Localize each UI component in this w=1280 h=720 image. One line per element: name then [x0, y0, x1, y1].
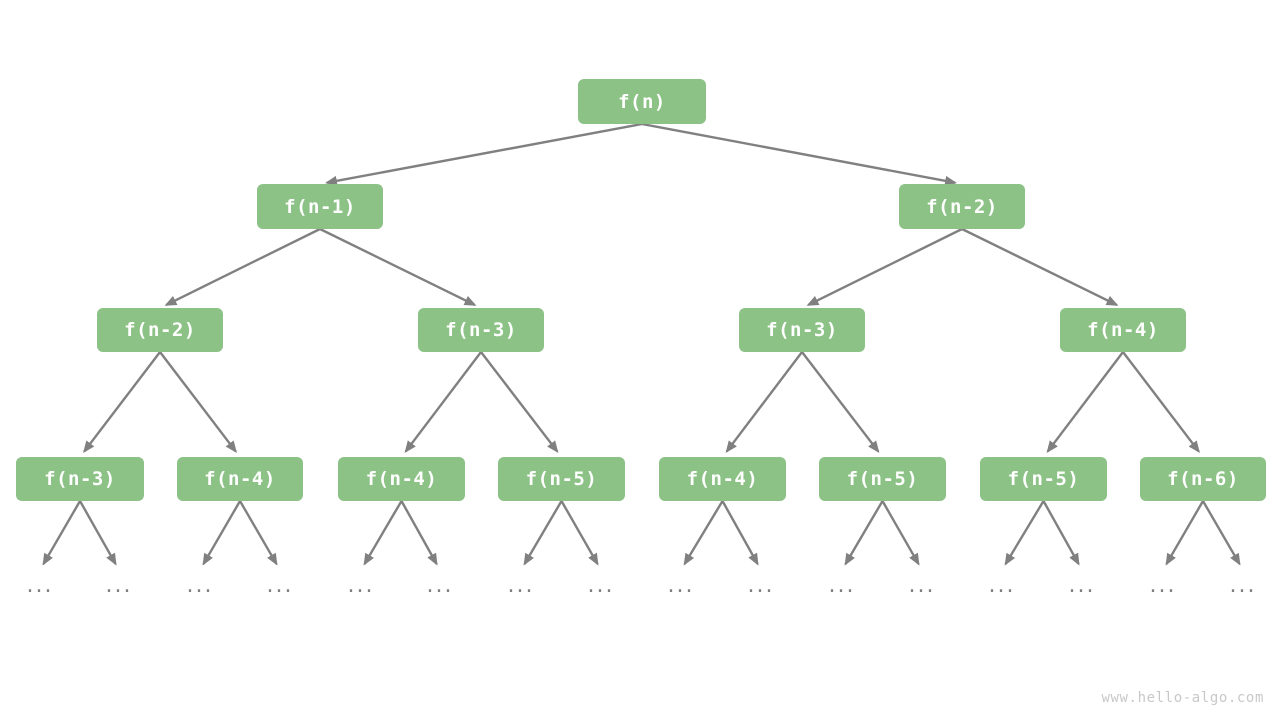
tree-node[interactable]: f(n-4)	[338, 457, 465, 501]
ellipsis-leaf: ...	[1068, 573, 1096, 598]
tree-edge	[961, 227, 1119, 306]
tree-edge	[319, 227, 477, 306]
tree-edge	[560, 500, 599, 566]
tree-edge	[42, 500, 82, 566]
tree-node[interactable]: f(n-4)	[659, 457, 786, 501]
tree-node[interactable]: f(n-4)	[1060, 308, 1186, 352]
tree-node[interactable]: f(n-5)	[819, 457, 946, 501]
ellipsis-leaf: ...	[1149, 573, 1177, 598]
tree-edge	[400, 500, 438, 566]
ellipsis-leaf: ...	[1229, 573, 1257, 598]
tree-node[interactable]: f(n-2)	[97, 308, 223, 352]
tree-edge	[1165, 500, 1205, 566]
ellipsis-leaf: ...	[186, 573, 214, 598]
tree-node[interactable]: f(n)	[578, 79, 706, 124]
tree-edge	[801, 351, 880, 453]
tree-edge	[1122, 351, 1200, 453]
ellipsis-leaf: ...	[426, 573, 454, 598]
ellipsis-leaf: ...	[105, 573, 133, 598]
tree-edge	[202, 500, 242, 566]
tree-edge	[523, 500, 563, 566]
tree-node[interactable]: f(n-5)	[980, 457, 1107, 501]
tree-edge	[725, 351, 803, 453]
tree-edge	[159, 351, 237, 453]
tree-node[interactable]: f(n-4)	[177, 457, 303, 501]
tree-node[interactable]: f(n-3)	[418, 308, 544, 352]
tree-edge	[324, 122, 643, 186]
ellipsis-leaf: ...	[747, 573, 775, 598]
tree-edge	[641, 122, 958, 186]
tree-edge	[1201, 500, 1241, 566]
ellipsis-leaf: ...	[828, 573, 856, 598]
tree-edge	[1046, 351, 1124, 453]
tree-edge	[1004, 500, 1045, 566]
tree-node[interactable]: f(n-5)	[498, 457, 625, 501]
tree-edge	[78, 500, 117, 566]
tree-edge	[806, 227, 963, 306]
tree-edge	[721, 500, 759, 566]
ellipsis-leaf: ...	[908, 573, 936, 598]
tree-edge	[83, 351, 161, 453]
ellipsis-leaf: ...	[988, 573, 1016, 598]
ellipsis-leaf: ...	[507, 573, 535, 598]
tree-node[interactable]: f(n-6)	[1140, 457, 1266, 501]
ellipsis-leaf: ...	[667, 573, 695, 598]
tree-edge	[480, 351, 559, 453]
watermark: www.hello-algo.com	[1101, 690, 1264, 706]
tree-node[interactable]: f(n-3)	[739, 308, 865, 352]
tree-edge	[881, 500, 920, 566]
tree-edge	[1042, 500, 1080, 566]
tree-node[interactable]: f(n-3)	[16, 457, 144, 501]
tree-edge	[363, 500, 403, 566]
ellipsis-leaf: ...	[266, 573, 294, 598]
ellipsis-leaf: ...	[26, 573, 54, 598]
tree-edge	[844, 500, 884, 566]
ellipsis-leaf: ...	[587, 573, 615, 598]
tree-edge	[683, 500, 724, 566]
tree-edge	[404, 351, 482, 453]
tree-node[interactable]: f(n-1)	[257, 184, 383, 229]
tree-node[interactable]: f(n-2)	[899, 184, 1025, 229]
tree-edge	[164, 227, 321, 306]
tree-edge	[238, 500, 278, 566]
ellipsis-leaf: ...	[347, 573, 375, 598]
